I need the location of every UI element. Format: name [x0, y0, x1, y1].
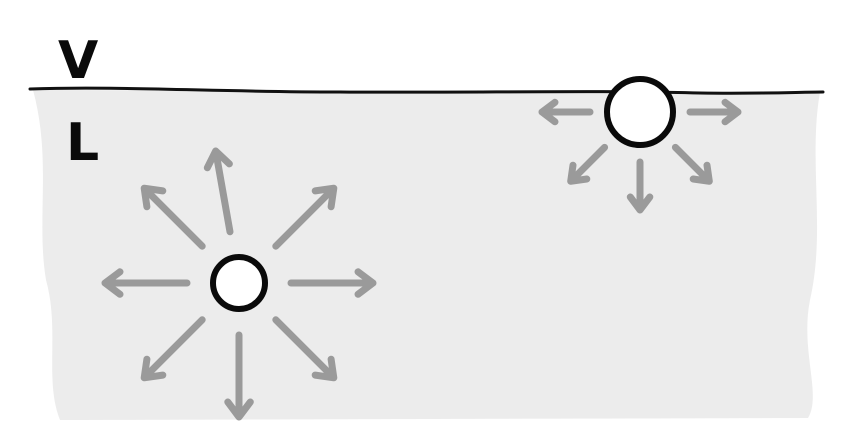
bulk-arrow-135deg: [140, 316, 206, 382]
surface-arrow-135deg: [567, 143, 609, 185]
bulk-arrow-45deg: [272, 316, 338, 382]
bulk-molecule-arrows: [101, 147, 377, 421]
bulk-arrow-90deg: [224, 331, 254, 421]
bulk-arrow-225deg: [140, 184, 206, 250]
bulk-arrow-0deg: [287, 268, 377, 298]
surface-arrow-45deg: [671, 143, 713, 185]
vapor-label: V: [58, 31, 98, 91]
surface-arrow-180deg: [538, 98, 594, 126]
surface-arrow-90deg: [626, 158, 654, 214]
bulk-arrow-180deg: [101, 268, 191, 298]
surface-molecule: [604, 76, 676, 148]
liquid-label: L: [66, 113, 99, 173]
surface-arrow-0deg: [686, 98, 742, 126]
bulk-molecule: [210, 254, 268, 312]
interface-line: [28, 86, 825, 95]
surface-molecule-arrows: [538, 98, 742, 214]
liquid-region: [33, 90, 820, 420]
bulk-arrow-315deg: [272, 184, 338, 250]
bulk-arrow-260deg: [203, 147, 234, 236]
